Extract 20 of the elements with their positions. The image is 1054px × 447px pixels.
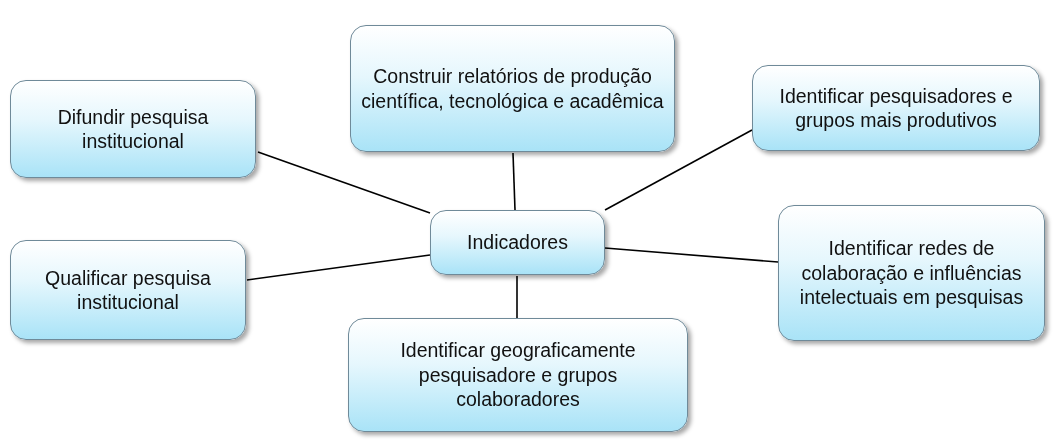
rounded-box	[752, 65, 1040, 151]
node-label: Identificar pesquisadores e grupos mais produtivos	[778, 83, 1014, 133]
node-label: Identificar geograficamente pesquisadore e grupos colaboradores	[399, 338, 637, 412]
connector-line	[257, 151, 431, 214]
rounded-box	[350, 25, 675, 152]
rounded-box	[348, 318, 688, 432]
node-label: Indicadores	[467, 230, 568, 255]
rounded-box	[10, 240, 246, 340]
connector-line	[246, 254, 431, 281]
rounded-box	[10, 80, 256, 178]
connector-line	[604, 129, 753, 211]
rounded-box	[778, 205, 1045, 341]
connector-line	[512, 152, 516, 211]
node-label: Qualificar pesquisa institucional	[44, 265, 212, 315]
node-label: Identificar redes de colaboração e influências intelectuais em pesquisas	[798, 236, 1025, 310]
node-label: Construir relatórios de produção científica, tecnológica e acadêmica	[361, 64, 664, 113]
connector-line	[516, 275, 518, 319]
node-label: Difundir pesquisa institucional	[56, 104, 210, 154]
rounded-box	[430, 210, 605, 275]
connector-line	[604, 247, 779, 263]
